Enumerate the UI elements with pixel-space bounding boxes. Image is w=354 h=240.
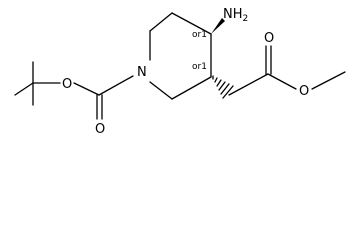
bond-carbonyl-to-nitrogen: [98, 75, 134, 96]
bond-c3-c4: [171, 12, 212, 35]
ester-carbonyl-oxygen-label: O: [264, 31, 274, 46]
amine-wedge-bond: [211, 18, 225, 34]
bond-carbonyl-to-ester-oxygen: [267, 73, 297, 90]
bond-ester-oxygen-to-methyl: [311, 71, 346, 90]
carbamate-carbonyl-oxygen-label: O: [95, 122, 105, 137]
bond-tbu-methyl-left: [14, 82, 34, 96]
amine-label: NH2: [223, 7, 248, 24]
bond-c5-c6: [171, 76, 212, 100]
ester-oxygen-label: O: [299, 84, 309, 99]
chemical-structure: O O N NH2 O O or1 or1: [14, 7, 346, 137]
bond-c2-c3: [149, 12, 173, 32]
piperidine-ring: [149, 12, 212, 100]
methyl-ester-group: [228, 45, 346, 96]
carbamate-ester-oxygen-label: O: [62, 77, 72, 92]
stereo-label-c3: or1: [192, 62, 207, 72]
stereo-label-c4: or1: [192, 30, 207, 40]
tert-butyl-group: [14, 61, 61, 106]
bond-ch2-to-carbonyl: [228, 73, 269, 96]
bond-oxygen-to-carbonyl: [73, 82, 100, 96]
ring-nitrogen-label: N: [137, 65, 147, 80]
amine-label-text: NH: [223, 7, 243, 22]
bond-c6-n1: [149, 81, 173, 100]
amine-subscript: 2: [243, 14, 249, 24]
side-chain-hashed-bond: [212, 75, 234, 99]
carbamate-group: [73, 75, 134, 120]
